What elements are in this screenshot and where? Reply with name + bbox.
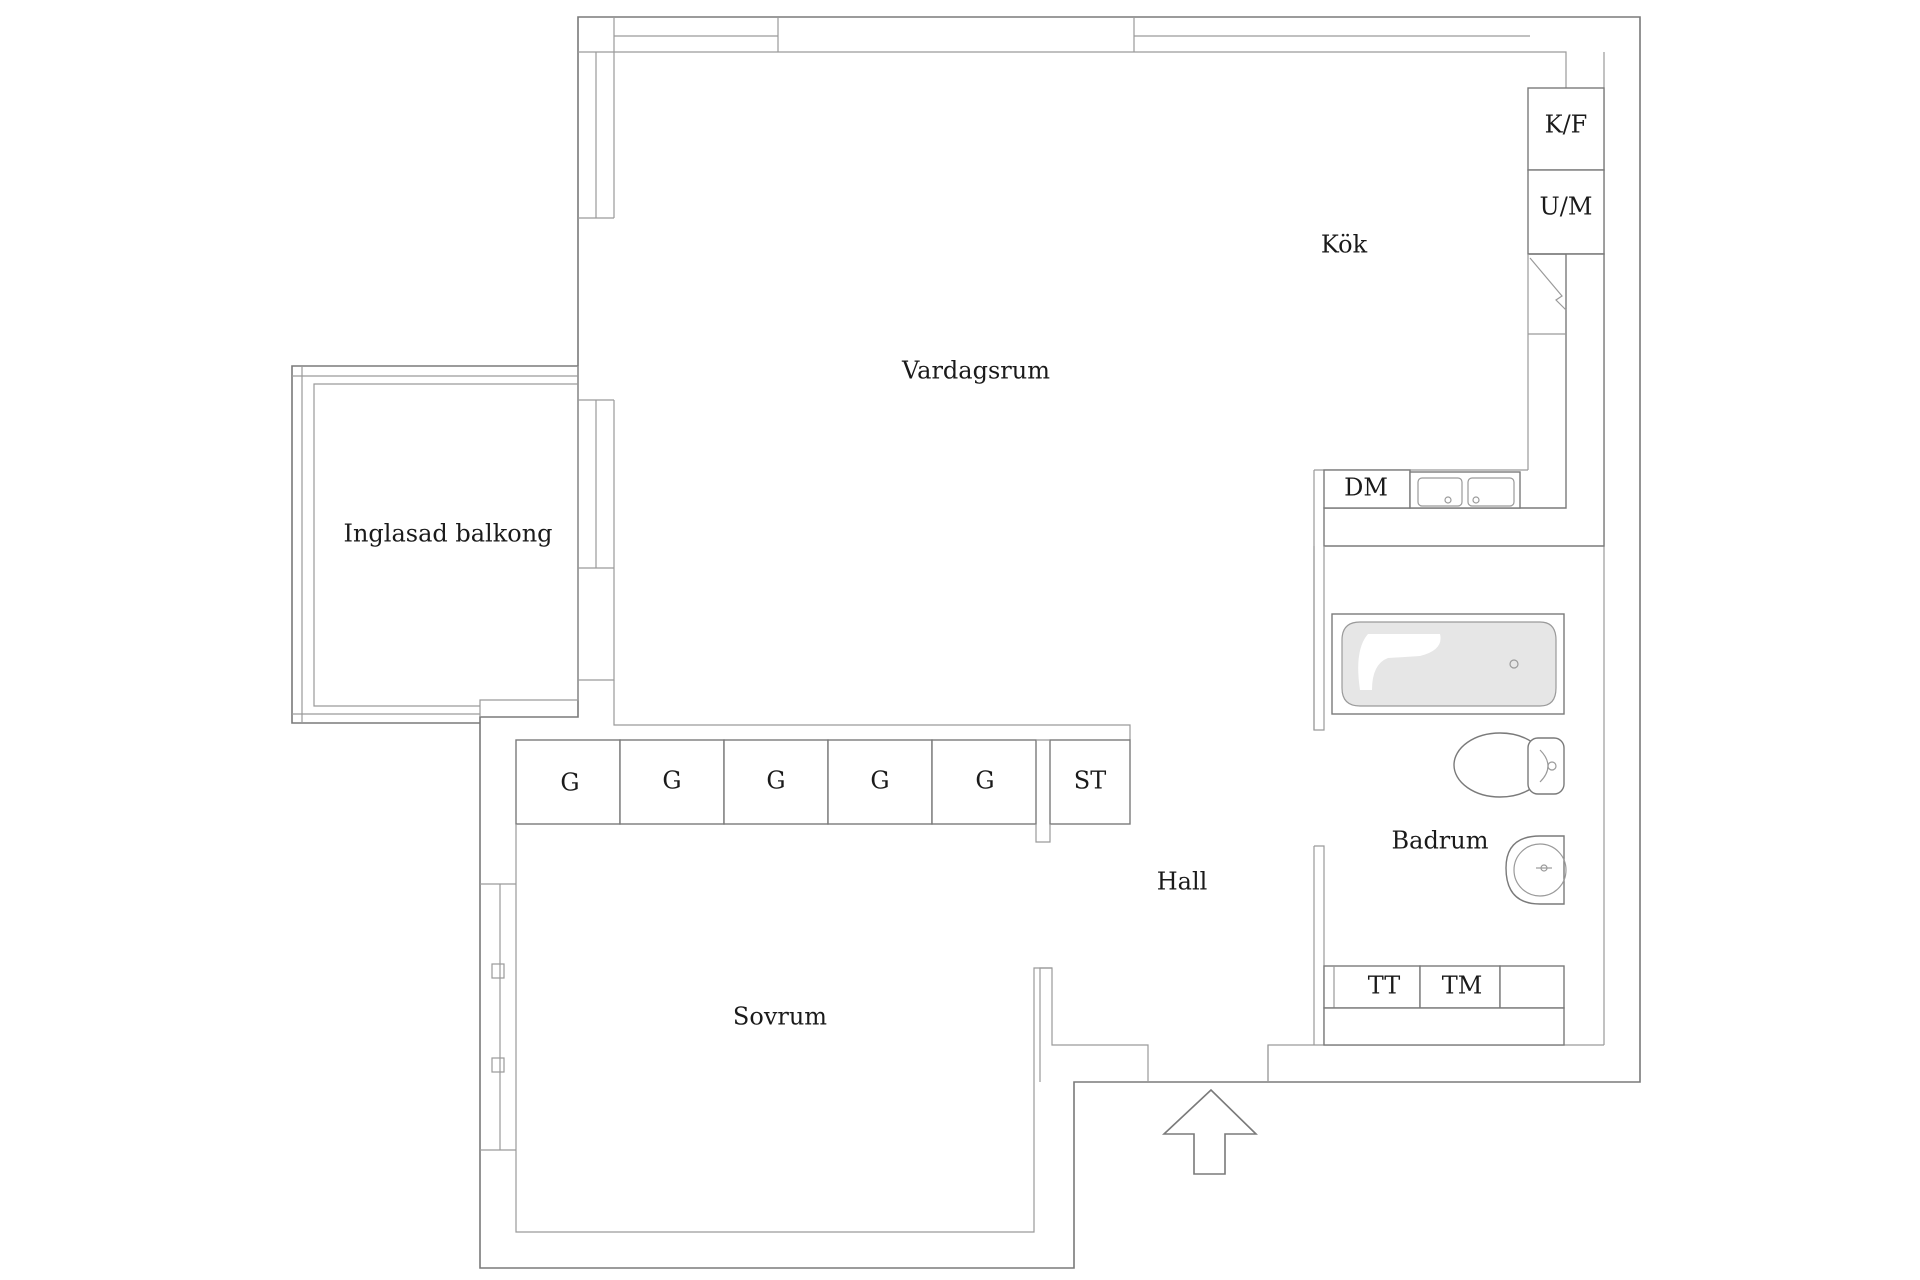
- fixture-label-tt: TT: [1368, 972, 1400, 1000]
- kitchen-worktop: [1323, 253, 1605, 547]
- balcony-wall-connection: [479, 366, 579, 717]
- fixture-label-kf: K/F: [1545, 111, 1588, 139]
- balcony-outline: [291, 365, 578, 724]
- fixture-label-st: ST: [1074, 767, 1106, 795]
- wardrobe-label: G: [870, 767, 889, 795]
- fixture-label-dm: DM: [1344, 474, 1388, 502]
- washing-cabinet-extra: [1499, 965, 1565, 1009]
- toilet: [1453, 732, 1565, 798]
- balcony-inner: [292, 366, 578, 723]
- top-inner-wall: [614, 17, 1530, 53]
- room-label-inglasad-balkong: Inglasad balkong: [343, 520, 552, 548]
- fixture-label-um: U/M: [1540, 193, 1593, 221]
- bedroom-walls: [480, 824, 1052, 1233]
- wardrobe-row: [515, 739, 1131, 843]
- hall-entrance-walls: [1039, 967, 1269, 1082]
- wardrobe-label: G: [975, 767, 994, 795]
- dishwasher: [1323, 469, 1411, 509]
- oven-micro-cabinet: [1527, 169, 1605, 255]
- living-left-wall: [578, 51, 615, 681]
- room-label-vardagsrum: Vardagsrum: [901, 357, 1050, 385]
- washing-cabinet-tt: [1323, 965, 1421, 1009]
- bedroom-window-latch-2: [491, 1057, 505, 1073]
- entrance-arrow-icon: [1161, 1088, 1258, 1175]
- kitchen-sink: [1409, 471, 1521, 509]
- room-label-badrum: Badrum: [1392, 827, 1489, 855]
- bathtub: [1331, 613, 1565, 715]
- wardrobe-label: G: [662, 767, 681, 795]
- wardrobe-label: G: [560, 769, 579, 797]
- bathroom-wall-upper: [1313, 546, 1325, 731]
- wardrobe-label: G: [766, 767, 785, 795]
- bedroom-window-latch-1: [491, 963, 505, 979]
- room-label-kok: Kök: [1321, 231, 1368, 259]
- cabinet-door-mark: [1528, 257, 1567, 335]
- washbasin: [1505, 835, 1567, 905]
- fixture-label-tm: TM: [1442, 972, 1483, 1000]
- hall-wall-above-wardrobes: [613, 680, 1131, 740]
- room-label-sovrum: Sovrum: [733, 1003, 827, 1031]
- bathroom-counter: [1323, 1007, 1565, 1046]
- outer-wall: [479, 16, 1641, 1269]
- room-label-hall: Hall: [1157, 868, 1208, 896]
